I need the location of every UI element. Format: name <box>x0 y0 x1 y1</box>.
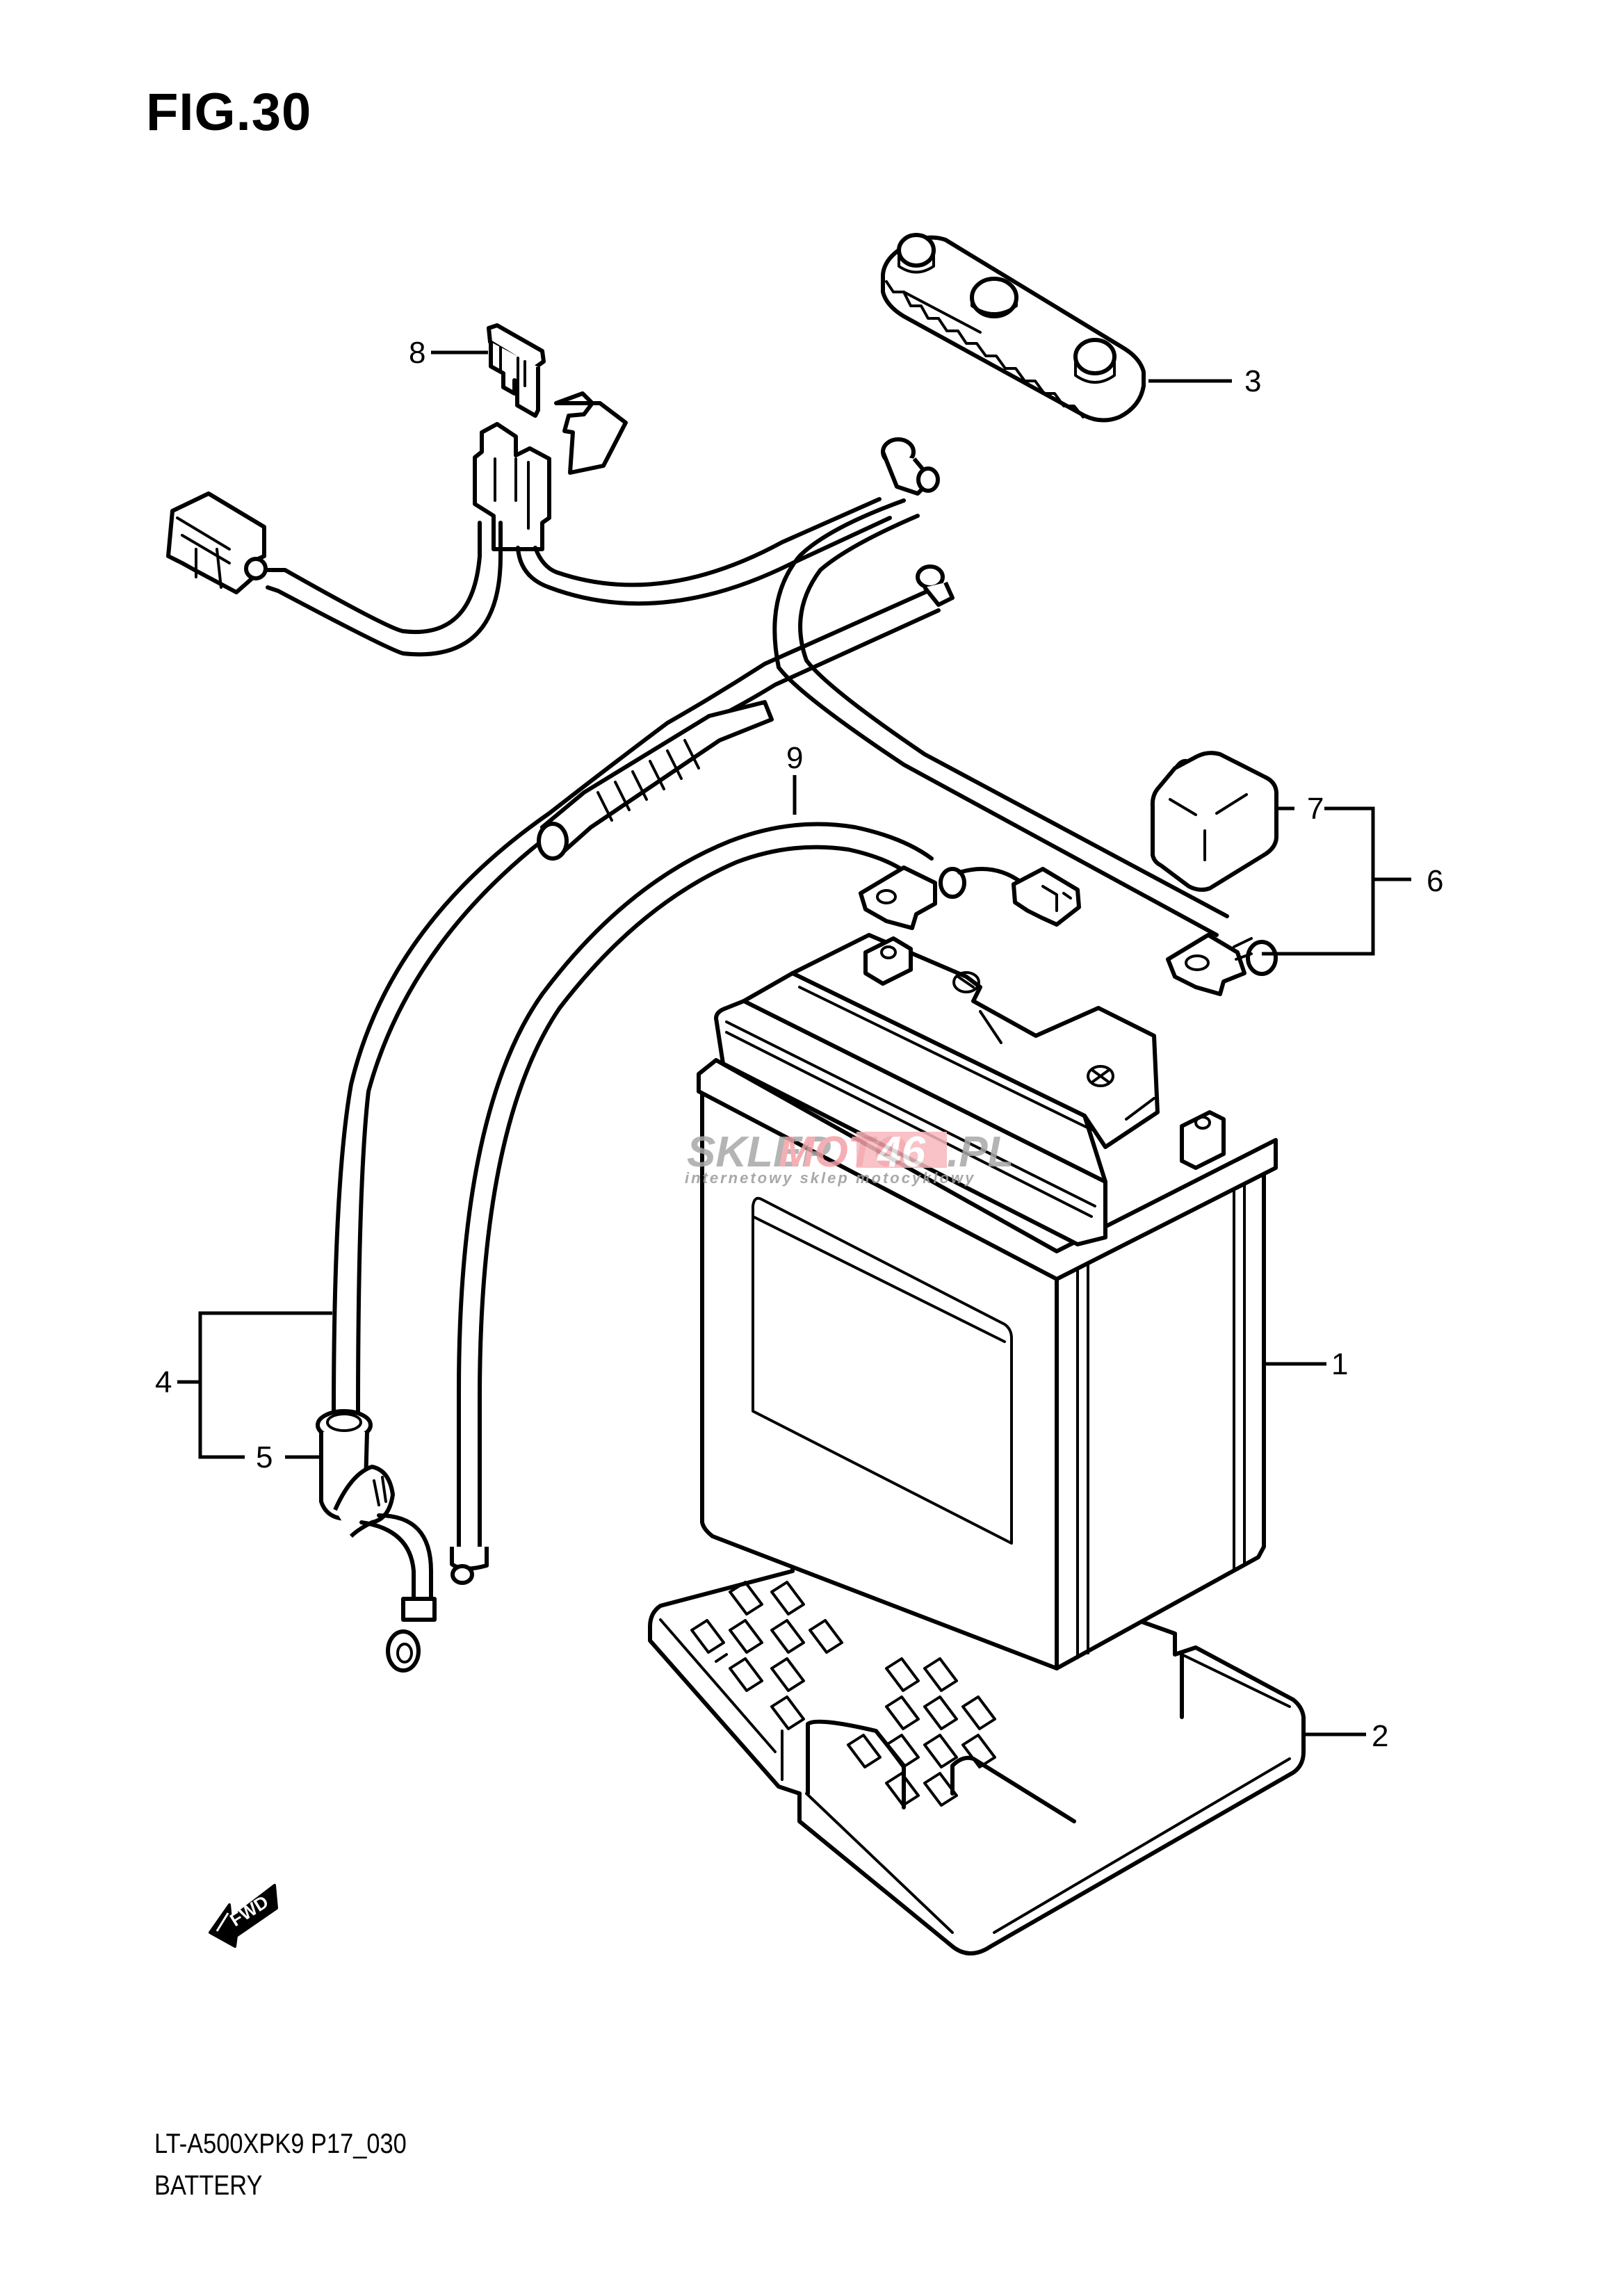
bracket-4 <box>198 1311 332 1459</box>
callout-1: 1 <box>1331 1347 1348 1381</box>
harness-left-wire <box>266 521 482 635</box>
watermark-pl: .PL <box>947 1128 1014 1176</box>
cable-boot[interactable] <box>316 1409 395 1538</box>
callout-3: 3 <box>1244 364 1261 398</box>
battery[interactable] <box>697 933 1278 1670</box>
watermark-tagline: internetowy sklep motocyklowy <box>685 1169 975 1187</box>
tray-slots <box>690 1581 996 1807</box>
callout-7: 7 <box>1307 792 1324 826</box>
fuse[interactable] <box>487 323 546 418</box>
figure-title: FIG.30 <box>146 83 312 142</box>
watermark-moto: MOTO <box>779 1128 907 1176</box>
callout-2: 2 <box>1372 1719 1388 1753</box>
model-code: LT-A500XPK9 P17_030 <box>154 2129 407 2159</box>
fwd-direction-arrow: FWD <box>209 1884 278 1948</box>
watermark: SKLEP MOTO 46 .PL internetowy sklep moto… <box>685 1128 1014 1187</box>
fuse-holder <box>473 391 628 551</box>
left-coupler <box>166 491 268 594</box>
harness-left-wire-inner <box>266 521 503 657</box>
section-name: BATTERY <box>154 2170 263 2201</box>
callout-8: 8 <box>409 336 425 370</box>
sub-wire-harness[interactable] <box>450 822 1081 1585</box>
watermark-box <box>856 1132 947 1168</box>
terminal-cap[interactable] <box>1150 751 1278 892</box>
ring-terminal-positive <box>1166 933 1278 996</box>
callout-4: 4 <box>155 1365 172 1399</box>
callout-9: 9 <box>786 741 803 775</box>
positive-cable-outer <box>772 498 1219 937</box>
positive-cable-inner <box>798 514 1229 918</box>
watermark-46: 46 <box>876 1128 925 1176</box>
watermark-sklep: SKLEP <box>687 1128 831 1176</box>
terminal-cover-strip[interactable] <box>881 233 1146 423</box>
ring-terminal-negative <box>386 1597 437 1673</box>
callout-6: 6 <box>1427 864 1443 898</box>
negative-cable[interactable] <box>332 564 955 1417</box>
callout-5: 5 <box>256 1440 273 1474</box>
ring-terminal-upper <box>881 437 940 496</box>
